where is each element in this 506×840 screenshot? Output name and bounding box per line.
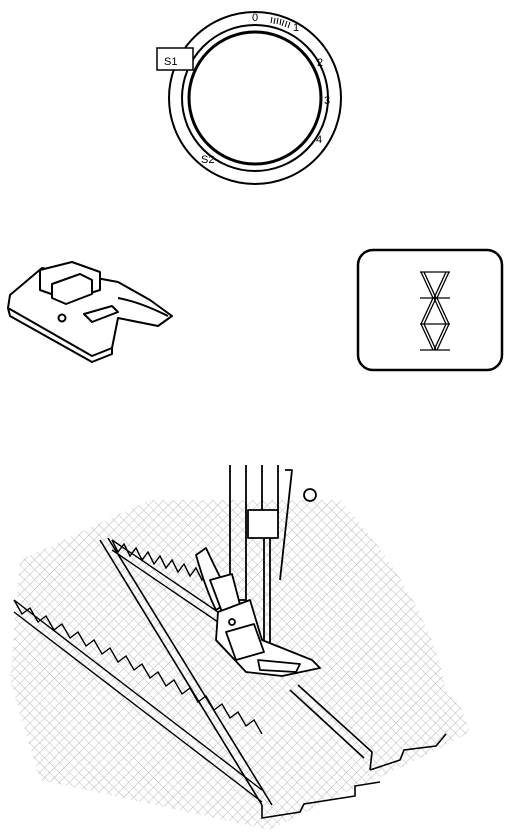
dial-label-s1: S1 (164, 56, 177, 68)
stitch-length-dial: S1 0 1 2 3 4 S2 (150, 8, 360, 188)
zigzag-presser-foot-icon (0, 255, 180, 365)
dial-inner-window (189, 32, 321, 164)
dial-number-1: 1 (293, 22, 299, 34)
dial-number-2: 2 (317, 57, 323, 69)
dial-number-3: 3 (324, 95, 330, 107)
dial-number-4: 4 (316, 134, 322, 146)
dial-number-0: 0 (252, 12, 258, 24)
needle-clamp (248, 510, 278, 538)
dial-label-s2: S2 (201, 154, 214, 166)
thread-guide (304, 489, 316, 501)
sewing-machine-needle-foot-icon (0, 455, 506, 840)
triple-zigzag-stitch-icon (352, 245, 506, 375)
